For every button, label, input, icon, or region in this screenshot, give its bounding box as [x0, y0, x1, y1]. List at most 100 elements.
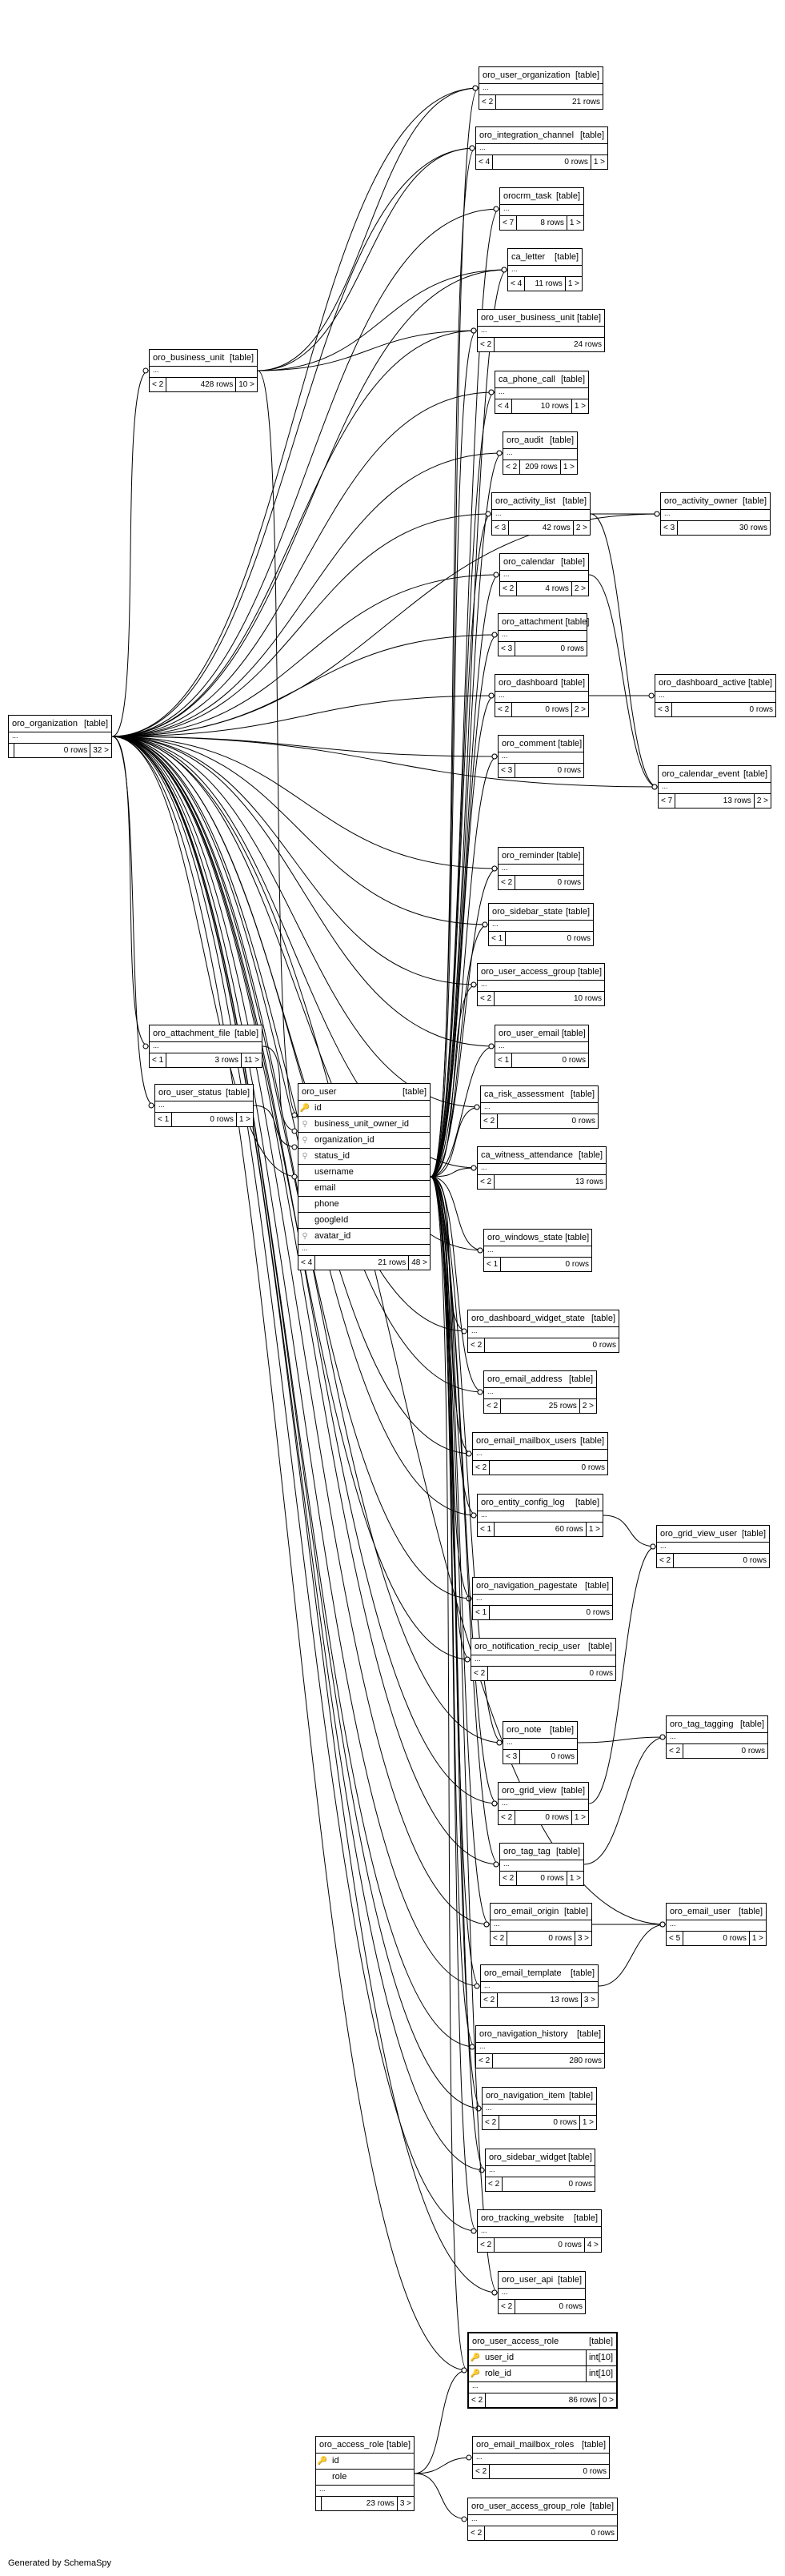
parents-count[interactable]: < 2 — [468, 2526, 486, 2540]
children-count[interactable]: 1 > — [567, 279, 579, 288]
parents-count[interactable]: < 1 — [473, 1606, 491, 1619]
parents-count[interactable]: < 4 — [508, 277, 526, 291]
parents-count[interactable]: < 2 — [469, 2393, 487, 2407]
table-column[interactable]: 🔑id — [298, 1101, 430, 1117]
parents-count[interactable]: < 1 — [495, 1053, 513, 1067]
children-count[interactable]: 2 > — [582, 1402, 594, 1410]
parents-count[interactable]: < 2 — [150, 378, 167, 391]
children-count[interactable]: 3 > — [577, 1934, 589, 1943]
parents-count[interactable]: < 3 — [655, 703, 673, 716]
children-count[interactable]: 3 > — [399, 2499, 411, 2508]
parents-count[interactable]: < 2 — [491, 1932, 508, 1945]
parents-count[interactable]: < 3 — [499, 764, 516, 777]
parents-count[interactable]: < 2 — [479, 95, 497, 109]
parents-count[interactable]: < 2 — [478, 2238, 495, 2252]
parents-count[interactable]: < 2 — [500, 1872, 518, 1885]
parents-count[interactable]: < 1 — [150, 1053, 167, 1067]
parents-count[interactable]: < 2 — [483, 2116, 500, 2129]
children-count[interactable]: 48 > — [411, 1258, 427, 1267]
parents-count[interactable]: < 3 — [492, 521, 510, 535]
table-column[interactable]: email — [298, 1181, 430, 1197]
children-count[interactable]: 3 > — [583, 1996, 595, 2004]
table-column[interactable]: role — [316, 2470, 414, 2486]
parents-count[interactable]: < 2 — [499, 2300, 516, 2313]
parents-count[interactable]: < 3 — [499, 642, 516, 656]
parents-count[interactable]: < 3 — [661, 521, 679, 535]
parents-count[interactable]: < 2 — [500, 582, 518, 596]
children-count[interactable]: 1 > — [569, 219, 581, 227]
parents-count[interactable] — [316, 2497, 322, 2510]
parents-count[interactable]: < 2 — [503, 460, 521, 474]
children-count[interactable]: 2 > — [575, 524, 587, 532]
children-count[interactable]: 32 > — [93, 746, 109, 755]
parents-count[interactable]: < 1 — [155, 1113, 173, 1126]
parents-count[interactable]: < 2 — [495, 703, 513, 716]
table-column[interactable]: ⚲business_unit_owner_id — [298, 1117, 430, 1133]
parents-count[interactable]: < 2 — [468, 1338, 486, 1352]
parents-count[interactable]: < 1 — [489, 932, 507, 945]
children-count[interactable]: 1 > — [593, 158, 605, 167]
children-count[interactable]: 1 > — [569, 1874, 581, 1883]
children-count[interactable]: 0 > — [602, 2396, 614, 2405]
parents-count[interactable]: < 1 — [478, 1523, 495, 1536]
parents-count[interactable]: < 2 — [473, 2465, 491, 2478]
parents-count[interactable]: < 2 — [667, 1744, 684, 1758]
table-column[interactable]: ⚲status_id — [298, 1149, 430, 1165]
parents-count[interactable]: < 7 — [500, 216, 518, 230]
table-oro-user[interactable]: oro_user[table]🔑id⚲business_unit_owner_i… — [298, 1083, 431, 1270]
children-count[interactable]: 1 > — [563, 463, 575, 471]
table-column[interactable]: phone — [298, 1197, 430, 1213]
parents-count[interactable]: < 5 — [667, 1932, 684, 1945]
children-count[interactable]: 1 > — [751, 1934, 763, 1943]
table-oro-notification-recip-user[interactable]: oro_notification_recip_user[table]...< 2… — [471, 1638, 616, 1681]
table-column[interactable]: username — [298, 1165, 430, 1181]
parents-count[interactable]: < 2 — [484, 1399, 502, 1413]
table-column[interactable]: 🔑id — [316, 2454, 414, 2470]
table-column[interactable]: googleId — [298, 1213, 430, 1229]
parents-count[interactable]: < 2 — [499, 1811, 516, 1824]
children-count[interactable]: 1 > — [582, 2118, 594, 2127]
children-count[interactable]: 1 > — [574, 402, 586, 411]
parents-count[interactable]: < 2 — [478, 1175, 495, 1189]
children-count[interactable]: 4 > — [587, 2241, 599, 2249]
children-count[interactable]: 11 > — [244, 1056, 259, 1065]
table-column[interactable]: ⚲organization_id — [298, 1133, 430, 1149]
parents-count[interactable]: < 2 — [499, 876, 516, 889]
children-count[interactable]: 10 > — [238, 380, 254, 389]
children-count[interactable]: 1 > — [588, 1525, 600, 1534]
parents-count[interactable]: < 7 — [659, 794, 676, 808]
parents-count[interactable]: < 2 — [471, 1667, 489, 1680]
